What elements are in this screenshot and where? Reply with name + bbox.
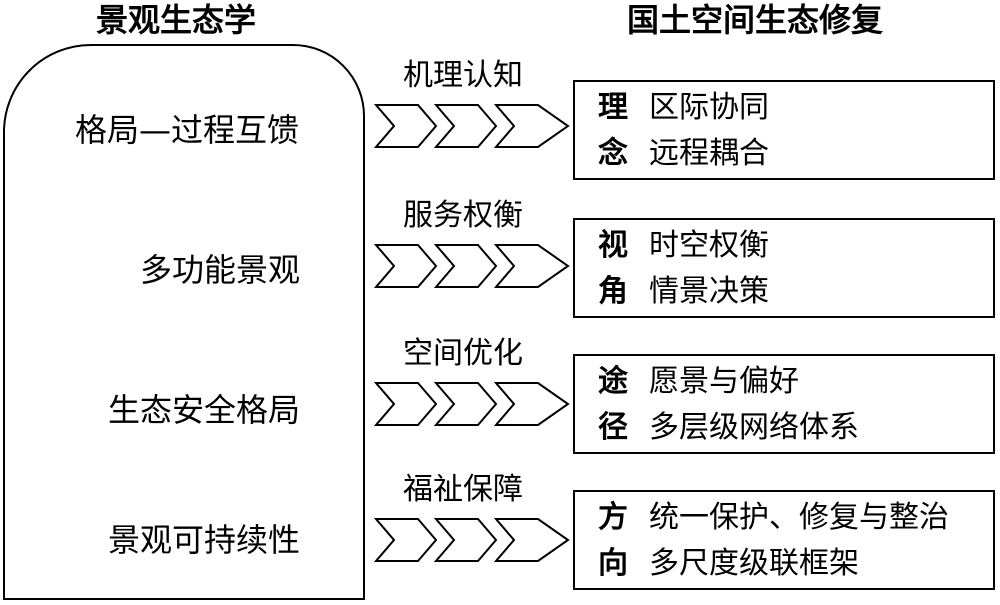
left-item-ecological-security-pattern: 生态安全格局 (108, 391, 301, 429)
chevron-arrow-icon (373, 244, 570, 288)
right-box-key-top: 方 (598, 500, 628, 535)
right-box-key-top: 理 (598, 90, 628, 125)
connector-label-spatial-optimization: 空间优化 (403, 336, 523, 371)
chevron-arrow-icon (373, 382, 570, 426)
right-box-key-bottom: 念 (598, 136, 628, 171)
right-box-key-bottom: 向 (598, 546, 628, 581)
right-box-line-1: 时空权衡 (649, 228, 769, 263)
right-box-line-1: 区际协同 (649, 90, 769, 125)
right-heading: 国土空间生态修复 (627, 1, 884, 39)
left-heading: 景观生态学 (96, 1, 257, 39)
chevron-arrow-icon (373, 104, 570, 148)
right-box-line-2: 多层级网络体系 (649, 410, 859, 445)
right-box-perspective: 视 角 时空权衡 情景决策 (573, 218, 995, 318)
left-item-landscape-sustainability: 景观可持续性 (108, 521, 301, 559)
left-item-pattern-process: 格局—过程互馈 (75, 111, 300, 149)
right-box-line-2: 情景决策 (649, 274, 769, 309)
right-box-line-1: 愿景与偏好 (649, 364, 799, 399)
connector-label-wellbeing: 福祉保障 (403, 472, 523, 507)
right-box-direction: 方 向 统一保护、修复与整治 多尺度级联框架 (573, 490, 995, 590)
right-box-line-2: 多尺度级联框架 (649, 546, 859, 581)
right-box-key-top: 视 (598, 228, 628, 263)
chevron-arrow-icon (373, 518, 570, 562)
right-box-concept: 理 念 区际协同 远程耦合 (573, 80, 995, 180)
right-box-line-1: 统一保护、修复与整治 (649, 500, 949, 535)
right-box-key-bottom: 角 (598, 274, 628, 309)
connector-label-service-tradeoff: 服务权衡 (403, 198, 523, 233)
connector-label-mechanism: 机理认知 (403, 58, 523, 93)
right-box-key-bottom: 径 (598, 410, 628, 445)
right-box-pathway: 途 径 愿景与偏好 多层级网络体系 (573, 354, 995, 454)
landscape-ecology-panel (3, 44, 365, 600)
right-box-key-top: 途 (598, 364, 628, 399)
right-box-line-2: 远程耦合 (649, 136, 769, 171)
left-item-multifunctional-landscape: 多功能景观 (140, 251, 301, 289)
